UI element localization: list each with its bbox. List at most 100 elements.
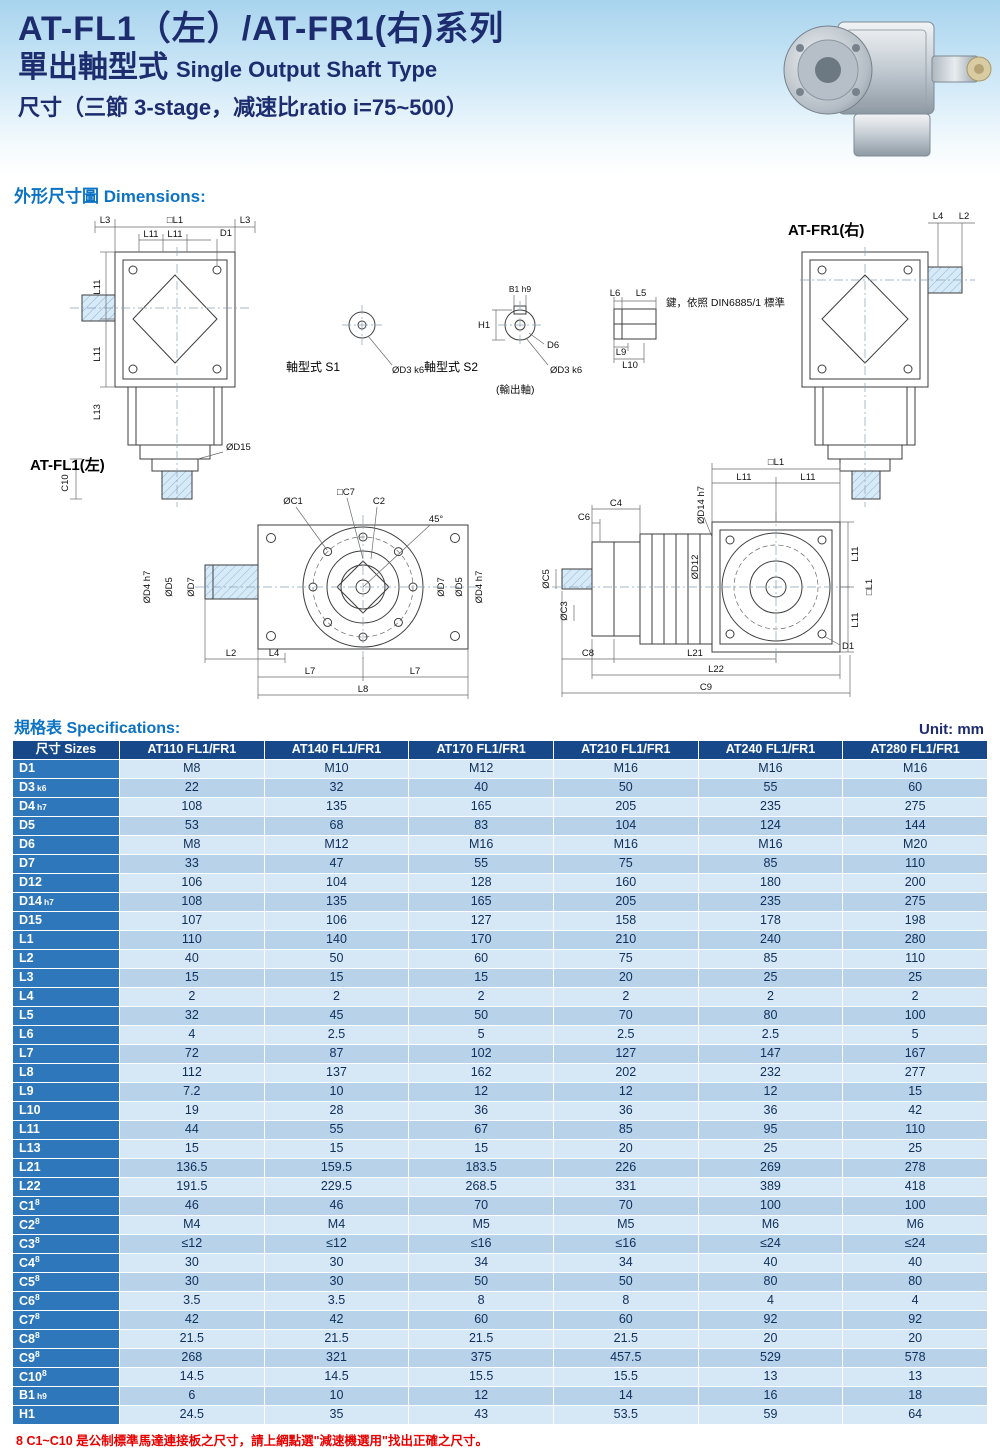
- row-label: L9: [12, 1082, 120, 1102]
- spec-cell: M16: [697, 759, 844, 779]
- spec-cell: 2: [119, 987, 265, 1007]
- table-row: C38≤12≤12≤16≤16≤24≤24: [12, 1234, 988, 1254]
- spec-cell: 3.5: [263, 1291, 410, 1311]
- footnote-mark: 8: [16, 1434, 23, 1448]
- spec-cell: 106: [119, 873, 265, 893]
- spec-cell: 92: [697, 1310, 844, 1330]
- spec-cell: 2.5: [263, 1025, 410, 1045]
- spec-cell: 110: [842, 1120, 988, 1140]
- spec-cell: 30: [119, 1272, 265, 1292]
- spec-cell: 529: [697, 1348, 844, 1368]
- dim-label: D6: [547, 340, 559, 351]
- spec-cell: 12: [408, 1386, 554, 1406]
- row-label: C18: [12, 1196, 120, 1216]
- spec-cell: 35: [263, 1405, 410, 1425]
- dimension-drawings: L3 □L1 L3 L11 L11 D1 L11 L11 L13 ØD15 C1…: [30, 211, 975, 699]
- spec-cell: 33: [119, 854, 265, 874]
- spec-cell: 4: [119, 1025, 265, 1045]
- spec-cell: 137: [263, 1063, 410, 1083]
- row-label: L2: [12, 949, 120, 969]
- dim-label: ØD4 h7: [142, 571, 153, 604]
- spec-cell: 50: [408, 1006, 554, 1026]
- dimensions-heading: 外形尺寸圖 Dimensions:: [14, 187, 206, 206]
- spec-cell: 55: [408, 854, 554, 874]
- row-label: D6: [12, 835, 120, 855]
- spec-cell: 21.5: [408, 1329, 554, 1349]
- row-label: C28: [12, 1215, 120, 1235]
- spec-cell: 2: [697, 987, 844, 1007]
- dim-label: ØD5: [164, 577, 175, 597]
- spec-cell: 2: [842, 987, 988, 1007]
- spec-cell: 87: [263, 1044, 410, 1064]
- spec-cell: 25: [697, 1139, 844, 1159]
- spec-cell: M5: [552, 1215, 699, 1235]
- spec-cell: M16: [842, 759, 988, 779]
- dim-label: □C7: [337, 487, 355, 498]
- spec-cell: M20: [842, 835, 988, 855]
- dim-label: L3: [100, 215, 111, 226]
- spec-cell: 2.5: [697, 1025, 844, 1045]
- spec-cell: M16: [552, 759, 699, 779]
- spec-cell: ≤12: [119, 1234, 265, 1254]
- spec-cell: 14.5: [119, 1367, 265, 1387]
- spec-cell: 16: [697, 1386, 844, 1406]
- row-label: D1: [12, 759, 120, 779]
- spec-cell: 18: [842, 1386, 988, 1406]
- dim-label: C9: [700, 682, 712, 693]
- row-label: C48: [12, 1253, 120, 1273]
- dim-label: ØD5: [454, 577, 465, 597]
- spec-cell: M12: [263, 835, 410, 855]
- spec-cell: ≤24: [842, 1234, 988, 1254]
- spec-cell: 47: [263, 854, 410, 874]
- spec-cell: 67: [408, 1120, 554, 1140]
- spec-cell: 80: [697, 1272, 844, 1292]
- dim-label: L22: [708, 664, 724, 675]
- spec-cell: 127: [552, 1044, 699, 1064]
- spec-cell: 4: [697, 1291, 844, 1311]
- spec-cell: 25: [697, 968, 844, 988]
- spec-cell: ≤24: [697, 1234, 844, 1254]
- spec-cell: 40: [697, 1253, 844, 1273]
- spec-cell: 13: [697, 1367, 844, 1387]
- dim-label: L6: [610, 288, 621, 299]
- dim-label: L9: [616, 347, 627, 358]
- spec-cell: 418: [842, 1177, 988, 1197]
- dim-label: □L1: [768, 457, 784, 468]
- spec-cell: 46: [263, 1196, 410, 1216]
- spec-cell: 44: [119, 1120, 265, 1140]
- dim-label: D1: [842, 641, 854, 652]
- fl1-title: AT-FL1(左): [30, 456, 105, 474]
- spec-cell: 50: [552, 778, 699, 798]
- spec-cell: 21.5: [119, 1329, 265, 1349]
- dim-label: ØD12: [690, 555, 701, 580]
- model-column-header: AT280 FL1/FR1: [842, 740, 988, 760]
- model-column-header: AT110 FL1/FR1: [119, 740, 265, 760]
- dim-label: D1: [220, 228, 232, 239]
- spec-cell: 20: [697, 1329, 844, 1349]
- spec-cell: 92: [842, 1310, 988, 1330]
- output-flange-front-drawing: ØC1 □C7 C2 45° ØD4 h7 ØD5 ØD7 ØD7 ØD5 ØD…: [142, 487, 485, 699]
- spec-cell: 158: [552, 911, 699, 931]
- row-label: C68: [12, 1291, 120, 1311]
- spec-cell: M4: [263, 1215, 410, 1235]
- dim-label: L11: [736, 472, 751, 483]
- spec-cell: 50: [263, 949, 410, 969]
- dim-label: L11: [800, 472, 815, 483]
- spec-cell: 30: [263, 1253, 410, 1273]
- dim-label: B1 h9: [509, 284, 531, 294]
- spec-cell: 229.5: [263, 1177, 410, 1197]
- spec-cell: 135: [263, 892, 410, 912]
- spec-cell: 80: [842, 1272, 988, 1292]
- spec-cell: 60: [408, 1310, 554, 1330]
- spec-cell: 8: [552, 1291, 699, 1311]
